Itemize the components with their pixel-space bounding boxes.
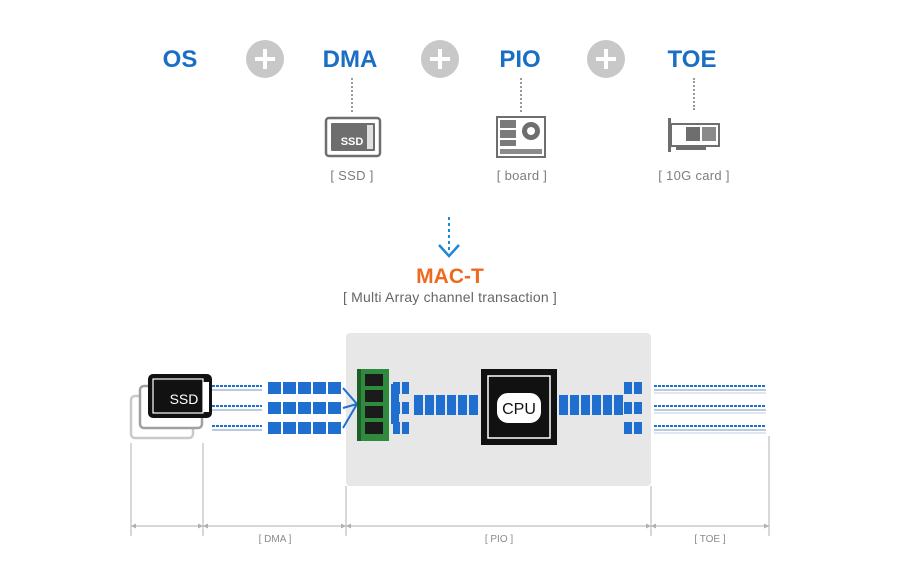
channel-segment	[268, 382, 281, 394]
cpu-icon: CPU	[481, 369, 557, 445]
channel-segment	[425, 395, 434, 415]
channel-segment	[283, 422, 296, 434]
channel-segment	[634, 422, 642, 434]
channel-segment	[624, 382, 632, 394]
channel-segment	[393, 422, 400, 434]
channel-segment	[603, 395, 612, 415]
network-card-icon	[668, 118, 720, 152]
channel-segment	[447, 395, 456, 415]
leader-toe	[693, 78, 695, 110]
channel-segment	[402, 382, 409, 394]
channel-segment	[624, 402, 632, 414]
term-pio: PIO	[499, 46, 541, 73]
caption-10g-card: [ 10G card ]	[658, 168, 730, 183]
leader-dma	[351, 78, 353, 112]
channel-segment	[570, 395, 579, 415]
channel-segment	[313, 402, 326, 414]
segment-dma: [ DMA ]	[258, 534, 292, 545]
caption-board: [ board ]	[496, 168, 548, 183]
channel-segment	[458, 395, 467, 415]
channel-segment	[328, 422, 341, 434]
channel-segment	[298, 382, 311, 394]
channel-line	[342, 403, 358, 429]
plus-icon	[587, 40, 625, 78]
ssd-icon: SSD	[324, 116, 382, 158]
channel-segment	[283, 402, 296, 414]
channel-segment	[402, 402, 409, 414]
channel-line	[342, 387, 358, 405]
channel-segment	[298, 422, 311, 434]
channel-segment	[298, 402, 311, 414]
channel-segment	[414, 395, 423, 415]
channel-segment	[634, 382, 642, 394]
channel-segment	[581, 395, 590, 415]
ram-icon	[357, 369, 389, 441]
cpu-label: CPU	[502, 401, 536, 418]
channel-segment	[268, 422, 281, 434]
leader-pio	[520, 78, 522, 112]
channel-segment	[634, 402, 642, 414]
term-dma: DMA	[322, 46, 378, 73]
channel-segment	[624, 422, 632, 434]
channel-segment	[402, 422, 409, 434]
channel-segment	[268, 402, 281, 414]
channel-segment	[436, 395, 445, 415]
channel-bus	[212, 382, 766, 434]
caption-ssd: [ SSD ]	[330, 168, 374, 183]
result-title: MAC-T	[416, 265, 484, 288]
dimension-lines	[130, 436, 770, 536]
plus-icon	[421, 40, 459, 78]
channel-segment	[614, 395, 623, 415]
channel-segment	[592, 395, 601, 415]
channel-segment	[328, 382, 341, 394]
channel-segment	[283, 382, 296, 394]
motherboard-icon	[496, 116, 546, 158]
channel-segment	[559, 395, 568, 415]
plus-icon	[246, 40, 284, 78]
channel-line	[342, 403, 358, 409]
channel-segment	[469, 395, 478, 415]
channel-segment	[393, 382, 400, 394]
channel-segment	[328, 402, 341, 414]
term-toe: TOE	[667, 46, 717, 73]
result-subtitle: [ Multi Array channel transaction ]	[343, 289, 557, 305]
ssd-label: SSD	[170, 391, 199, 407]
term-os: OS	[162, 46, 198, 73]
channel-segment	[313, 422, 326, 434]
channel-segment	[313, 382, 326, 394]
ssd-icon-text: SSD	[341, 136, 364, 148]
ssd-stack-icon: SSD	[129, 374, 212, 440]
segment-toe: [ TOE ]	[694, 534, 726, 545]
down-arrow-icon	[438, 217, 460, 258]
channel-segment	[393, 402, 400, 414]
segment-pio: [ PIO ]	[484, 534, 514, 545]
